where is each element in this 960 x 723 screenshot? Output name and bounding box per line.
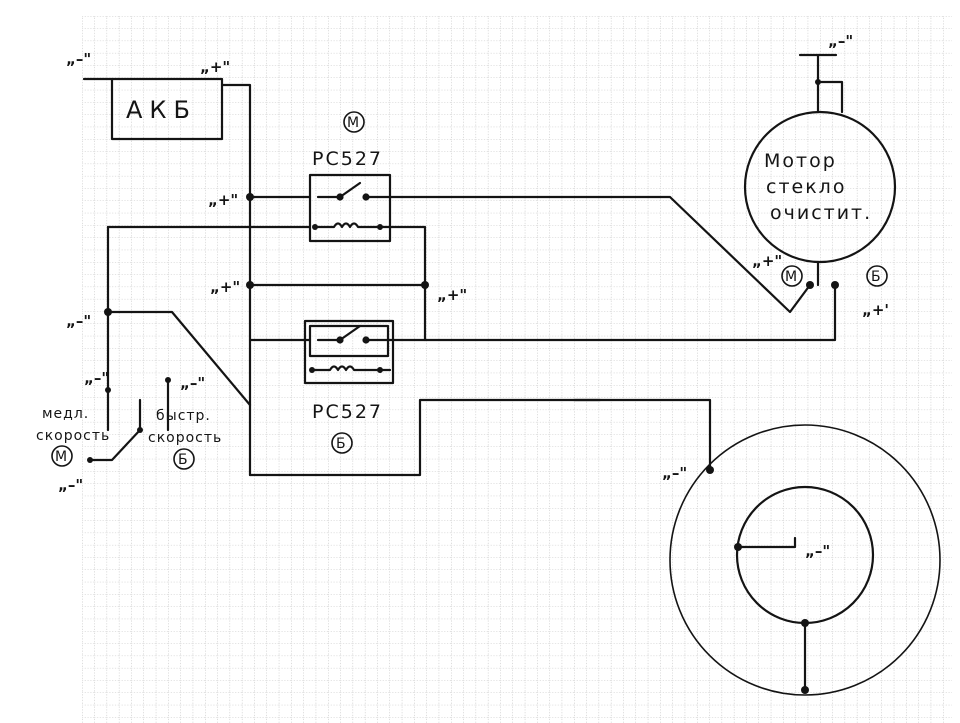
motor-ground-label: „–" bbox=[828, 32, 853, 50]
wiring bbox=[106, 195, 837, 477]
relay-top-model: РС527 bbox=[312, 148, 383, 170]
fast-speed-badge: Б bbox=[178, 452, 189, 468]
bus-plus-b: „+" bbox=[210, 278, 240, 296]
relay-top-badge: М bbox=[347, 115, 360, 131]
junction-dots bbox=[104, 193, 839, 474]
switch-minus-fast: „–" bbox=[180, 374, 205, 392]
fast-speed-label-2: скорость bbox=[148, 430, 222, 446]
fast-speed-label: быстр. bbox=[156, 408, 211, 424]
disc-outer-minus: „–" bbox=[662, 464, 687, 482]
bus-plus-a: „+" bbox=[208, 191, 238, 209]
slow-speed-badge: М bbox=[55, 449, 68, 465]
relay-bottom-badge: Б bbox=[336, 436, 347, 452]
slow-speed-label: медл. bbox=[42, 406, 89, 422]
bus-plus-c: „+" bbox=[437, 286, 467, 304]
battery: АКБ „–" „+" bbox=[66, 50, 252, 477]
motor-label-2: стекло bbox=[766, 176, 846, 198]
limit-switch-disc: „–" „–" bbox=[662, 424, 941, 696]
motor-terminal-m: М bbox=[785, 269, 798, 285]
motor-plus-m: „+" bbox=[752, 252, 782, 270]
speed-switch: „–" „–" „–" медл. скорость М быстр. скор… bbox=[36, 369, 222, 494]
wiper-motor: „–" Мотор стекло очистит. М Б „+" „+' bbox=[743, 32, 897, 319]
battery-minus-label: „–" bbox=[66, 50, 91, 68]
switch-minus-bottom: „–" bbox=[58, 476, 83, 494]
relay-bottom-model: РС527 bbox=[312, 401, 383, 423]
battery-plus-label: „+" bbox=[200, 58, 230, 76]
slow-speed-label-2: скорость bbox=[36, 428, 110, 444]
relay-top: М РС527 bbox=[308, 111, 392, 243]
motor-plus-b: „+' bbox=[862, 301, 889, 319]
battery-label: АКБ bbox=[126, 96, 197, 124]
graph-paper-grid bbox=[82, 16, 952, 723]
motor-label-1: Мотор bbox=[764, 150, 837, 172]
motor-label-3: очистит. bbox=[770, 202, 872, 224]
bus-minus-left: „–" bbox=[66, 312, 91, 330]
switch-minus-top: „–" bbox=[84, 369, 109, 387]
relay-bottom: РС527 Б bbox=[303, 319, 395, 454]
disc-inner-minus: „–" bbox=[805, 542, 830, 560]
motor-terminal-b: Б bbox=[871, 269, 882, 285]
